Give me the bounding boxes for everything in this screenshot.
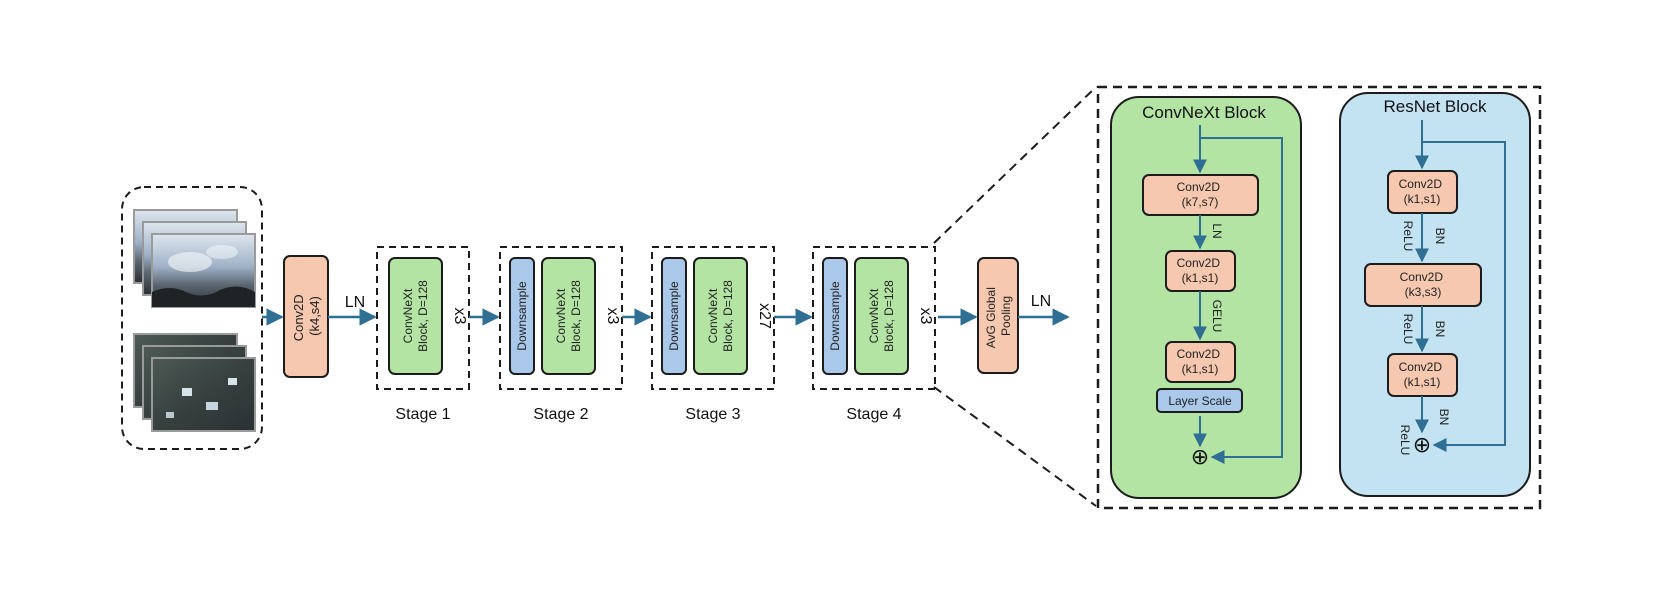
- convnext-conv1-line2: (k7,s7): [1182, 195, 1219, 209]
- stage-3-downsample-label: Downsample: [667, 281, 681, 351]
- resnet-conv3-line2: (k1,s1): [1404, 375, 1441, 389]
- stage-2-block-box: [541, 257, 596, 375]
- stage-1-block-line1: ConvNeXt: [401, 288, 415, 343]
- stage-1-block-line2: Block, D=128: [416, 280, 430, 352]
- resnet-conv3-line1: Conv2D: [1399, 360, 1443, 374]
- resnet-conv2-line1: Conv2D: [1400, 270, 1444, 284]
- resnet-block-title: ResNet Block: [1384, 97, 1487, 116]
- pooling-line2: Pooling: [999, 296, 1013, 336]
- stage-4-label: Stage 4: [846, 406, 901, 423]
- convnext-conv2-label: Conv2D (k1,s1): [1177, 256, 1224, 285]
- zoom-line-top: [933, 86, 1097, 244]
- resnet-edge2-left: ReLU: [1401, 314, 1415, 345]
- resnet-conv1-label: Conv2D (k1,s1): [1399, 177, 1446, 206]
- stage-2-block-label: ConvNeXtBlock, D=128: [554, 280, 583, 352]
- stage-3-block-line2: Block, D=128: [721, 280, 735, 352]
- stage-2-block-line1: ConvNeXt: [554, 288, 568, 343]
- stage-4-block-box: [854, 257, 909, 375]
- resnet-sum-symbol: ⊕: [1413, 433, 1431, 458]
- resnet-conv1-line2: (k1,s1): [1404, 192, 1441, 206]
- convnext-layer-scale-box: [1156, 388, 1243, 413]
- stage-3-block-box: [693, 257, 748, 375]
- stage-4-block-line1: ConvNeXt: [867, 288, 881, 343]
- convnext-block-title: ConvNeXt Block: [1142, 103, 1266, 122]
- stem-conv-box: Conv2D (k4,s4): [283, 255, 329, 378]
- stage-1-label: Stage 1: [395, 406, 450, 423]
- stage-4-downsample-label: Downsample: [828, 281, 842, 351]
- resnet-edge1-right: BN: [1433, 228, 1447, 245]
- detail-panel-border: [1096, 85, 1542, 510]
- resnet-residual-path: [1422, 141, 1506, 452]
- stage-4-block-line2: Block, D=128: [882, 280, 896, 352]
- stage-2-label: Stage 2: [533, 406, 588, 423]
- pooling-box: AvG Global Pooling: [977, 257, 1019, 374]
- convnext-conv1-label: Conv2D (k7,s7): [1177, 180, 1224, 209]
- pooling-line1: AvG Global: [984, 287, 998, 348]
- pooling-ln-label: LN: [1031, 293, 1051, 310]
- resnet-conv2-label: Conv2D (k3,s3): [1400, 270, 1447, 299]
- convnext-conv1-line1: Conv2D: [1177, 180, 1221, 194]
- stage-3-block-label: ConvNeXtBlock, D=128: [706, 280, 735, 352]
- convnext-conv2-line1: Conv2D: [1177, 256, 1221, 270]
- resnet-conv1-line1: Conv2D: [1399, 177, 1443, 191]
- resnet-edge2-right: BN: [1433, 321, 1447, 338]
- stem-conv-line2: (k4,s4): [307, 296, 322, 336]
- stem-conv-line1: Conv2D: [291, 294, 306, 341]
- convnext-conv3-label: Conv2D (k1,s1): [1177, 347, 1224, 376]
- stage-4-repeat-label: x3: [917, 308, 934, 325]
- resnet-edge3-left: ReLU: [1398, 425, 1412, 456]
- stage-4-block-label: ConvNeXtBlock, D=128: [867, 280, 896, 352]
- input-images-group: [121, 186, 263, 450]
- convnext-edge2-label: GELU: [1210, 300, 1224, 333]
- convnext-conv3-line2: (k1,s1): [1182, 362, 1219, 376]
- convnext-layer-scale-label: Layer Scale: [1168, 394, 1232, 408]
- zoom-line-bottom: [933, 386, 1097, 507]
- sky-image-stack: [133, 209, 256, 308]
- resnet-block-panel: ResNet Block Conv2D (k1,s1) ReLU BN Conv…: [1339, 92, 1531, 497]
- convnext-conv2-line2: (k1,s1): [1182, 271, 1219, 285]
- convnext-block-panel: ConvNeXt Block Conv2D (k7,s7) LN Conv2D …: [1110, 96, 1302, 499]
- convnext-edge1-label: LN: [1210, 223, 1224, 238]
- convnext-conv3-box: [1165, 341, 1236, 383]
- stage-3-downsample-box: [661, 257, 687, 375]
- stage-3-repeat-label: x27: [756, 303, 773, 329]
- stage-1-block-label: ConvNeXtBlock, D=128: [401, 280, 430, 352]
- stage-3-block-line1: ConvNeXt: [706, 288, 720, 343]
- convnext-sum-symbol: ⊕: [1191, 445, 1209, 470]
- convnext-residual-path: [1200, 137, 1283, 464]
- stage-1-repeat-label: x3: [451, 308, 468, 325]
- stage-4-downsample-box: [822, 257, 848, 375]
- stage-4-border: [812, 246, 936, 390]
- stage-3-label: Stage 3: [685, 406, 740, 423]
- resnet-edge3-right: BN: [1437, 409, 1451, 426]
- stage-2-downsample-label: Downsample: [515, 281, 529, 351]
- stem-ln-label: LN: [345, 294, 365, 311]
- pooling-label: AvG Global Pooling: [984, 284, 1013, 349]
- stem-conv-label: Conv2D (k4,s4): [291, 291, 322, 342]
- resnet-conv2-line2: (k3,s3): [1405, 285, 1442, 299]
- stage-2-block-line2: Block, D=128: [569, 280, 583, 352]
- convnext-conv3-line1: Conv2D: [1177, 347, 1221, 361]
- resnet-conv3-label: Conv2D (k1,s1): [1399, 360, 1446, 389]
- input-images-border: [121, 186, 263, 450]
- stage-1-block-box: [388, 257, 443, 375]
- stage-2-downsample-box: [509, 257, 535, 375]
- stage-2-repeat-label: x3: [604, 308, 621, 325]
- resnet-edge1-left: ReLU: [1401, 221, 1415, 252]
- aerial-image-stack: [133, 333, 256, 432]
